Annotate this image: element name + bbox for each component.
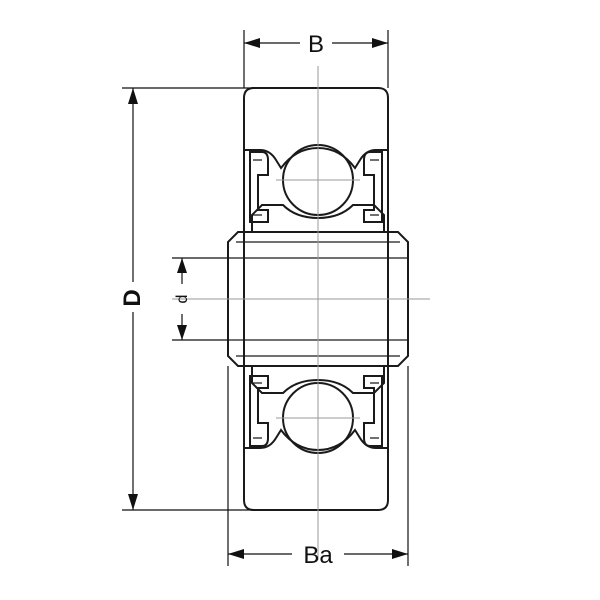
- dimension-d-outer-label: D: [119, 289, 146, 306]
- seal-left-upper: [249, 151, 269, 223]
- dimension-d-bore-label: d: [174, 295, 191, 304]
- dimension-b: B: [243, 30, 389, 88]
- outer-ring-upper: [243, 87, 389, 170]
- dimension-d-outer: D: [119, 87, 254, 511]
- seal-right-upper: [363, 151, 383, 223]
- inner-ring-upper: [251, 204, 385, 233]
- dimension-ba: Ba: [227, 366, 409, 569]
- dimension-d-bore: d: [172, 257, 228, 341]
- dimension-ba-label: Ba: [303, 542, 333, 569]
- seal-left-lower: [249, 375, 269, 447]
- inner-ring-lower: [251, 365, 385, 394]
- seal-right-lower: [363, 375, 383, 447]
- outer-ring-lower: [243, 428, 389, 511]
- dimension-b-label: B: [308, 31, 324, 58]
